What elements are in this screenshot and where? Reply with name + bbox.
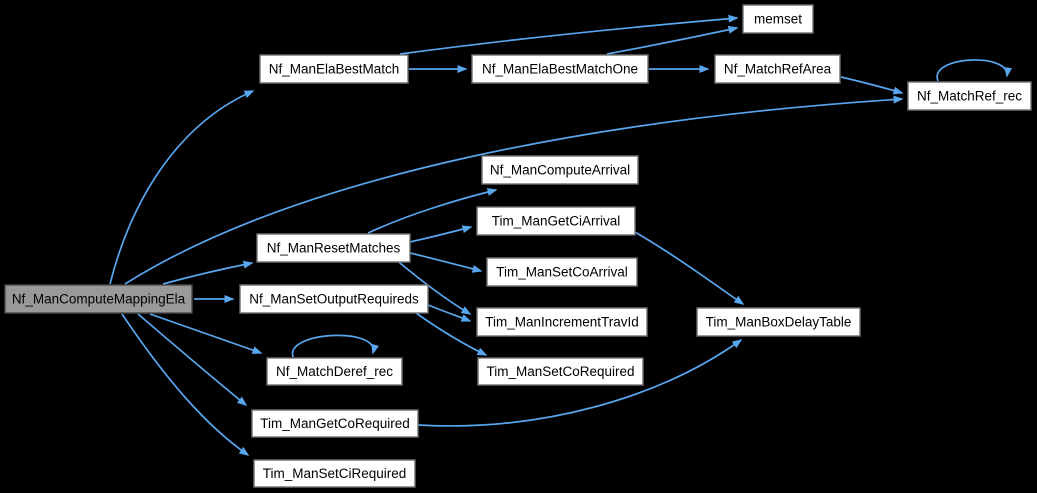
node-setoutputreq[interactable]: Nf_ManSetOutputRequireds <box>239 284 429 314</box>
node-box[interactable] <box>266 357 403 386</box>
node-label: Tim_ManIncrementTravId <box>485 315 639 330</box>
node-computearrival[interactable]: Nf_ManComputeArrival <box>481 155 639 185</box>
node-label: memset <box>754 12 802 27</box>
node-label: Tim_ManBoxDelayTable <box>706 315 852 330</box>
node-box[interactable] <box>4 284 193 314</box>
node-label: Nf_ManSetOutputRequireds <box>249 292 419 307</box>
node-setcorequired[interactable]: Tim_ManSetCoRequired <box>477 357 644 386</box>
node-label: Tim_ManSetCoRequired <box>486 364 634 379</box>
node-incrementtravid[interactable]: Tim_ManIncrementTravId <box>476 307 648 337</box>
edge-resetmatches-incrementtravid <box>393 257 472 315</box>
node-box[interactable] <box>259 54 409 84</box>
node-getciarrival[interactable]: Tim_ManGetCiArrival <box>476 206 636 236</box>
edge-setoutputreq-setcorequired <box>415 312 488 356</box>
node-refrec[interactable]: Nf_MatchRef_rec <box>907 81 1032 111</box>
edge-main-resetmatches <box>162 260 254 285</box>
node-derefrec[interactable]: Nf_MatchDeref_rec <box>266 357 403 386</box>
node-label: Nf_ManComputeArrival <box>490 163 630 178</box>
nodes-layer: Nf_ManComputeMappingEla Nf_ManElaBestMatc… <box>4 4 1032 488</box>
edge-main-derefrec <box>149 313 263 354</box>
node-label: Nf_ManResetMatches <box>267 241 401 256</box>
node-box[interactable] <box>481 155 639 185</box>
node-box[interactable] <box>907 81 1032 111</box>
node-box[interactable] <box>476 206 636 236</box>
node-box[interactable] <box>476 307 648 337</box>
self-loop-edge-derefrec-derefrec <box>292 334 380 358</box>
root-node-main[interactable]: Nf_ManComputeMappingEla <box>4 284 193 314</box>
node-label: Tim_ManGetCoRequired <box>260 416 410 431</box>
edge-resetmatches-setcoarrival <box>409 252 483 273</box>
node-label: Nf_ManElaBestMatchOne <box>482 62 638 77</box>
node-setcirequired[interactable]: Tim_ManSetCiRequired <box>253 459 416 488</box>
edge-main-refrec <box>124 95 904 285</box>
node-elabest[interactable]: Nf_ManElaBestMatch <box>259 54 409 84</box>
edge-resetmatches-getciarrival <box>409 225 473 243</box>
edge-elabestone-memset <box>606 25 739 55</box>
node-label: Nf_MatchRefArea <box>724 62 832 77</box>
edge-setoutputreq-incrementtravid <box>427 304 472 322</box>
edge-main-setcirequired <box>121 313 250 456</box>
node-box[interactable] <box>471 54 649 84</box>
node-label: Nf_MatchDeref_rec <box>276 364 393 379</box>
edge-refarea-refrec <box>840 76 904 95</box>
node-resetmatches[interactable]: Nf_ManResetMatches <box>256 233 411 263</box>
edge-elabest-memset <box>399 14 739 55</box>
node-label: Tim_ManSetCoArrival <box>496 265 628 280</box>
node-box[interactable] <box>251 409 419 438</box>
edge-main-getcorequired <box>137 313 248 406</box>
node-refarea[interactable]: Nf_MatchRefArea <box>714 54 841 84</box>
edge-main-elabest <box>109 90 255 285</box>
node-box[interactable] <box>477 357 644 386</box>
node-box[interactable] <box>239 284 429 314</box>
node-box[interactable] <box>714 54 841 84</box>
node-label: Tim_ManSetCiRequired <box>263 466 407 481</box>
node-elabestone[interactable]: Nf_ManElaBestMatchOne <box>471 54 649 84</box>
node-box[interactable] <box>256 233 411 263</box>
node-label: Nf_ManElaBestMatch <box>269 62 400 77</box>
node-box[interactable] <box>742 4 814 34</box>
node-getcorequired[interactable]: Tim_ManGetCoRequired <box>251 409 419 438</box>
node-box[interactable] <box>696 307 861 337</box>
node-box[interactable] <box>253 459 416 488</box>
node-setcoarrival[interactable]: Tim_ManSetCoArrival <box>486 257 638 287</box>
node-box[interactable] <box>486 257 638 287</box>
node-label: Nf_MatchRef_rec <box>917 89 1022 104</box>
edge-getciarrival-boxdelaytable <box>632 230 745 305</box>
node-memset[interactable]: memset <box>742 4 814 34</box>
node-label: Tim_ManGetCiArrival <box>492 214 621 229</box>
edges-layer <box>109 14 1012 456</box>
edge-getcorequired-boxdelaytable <box>417 339 743 427</box>
edge-resetmatches-computearrival <box>367 188 498 234</box>
node-boxdelaytable[interactable]: Tim_ManBoxDelayTable <box>696 307 861 337</box>
node-label: Nf_ManComputeMappingEla <box>12 292 186 307</box>
self-loop-edge-refrec-refrec <box>936 59 1012 82</box>
